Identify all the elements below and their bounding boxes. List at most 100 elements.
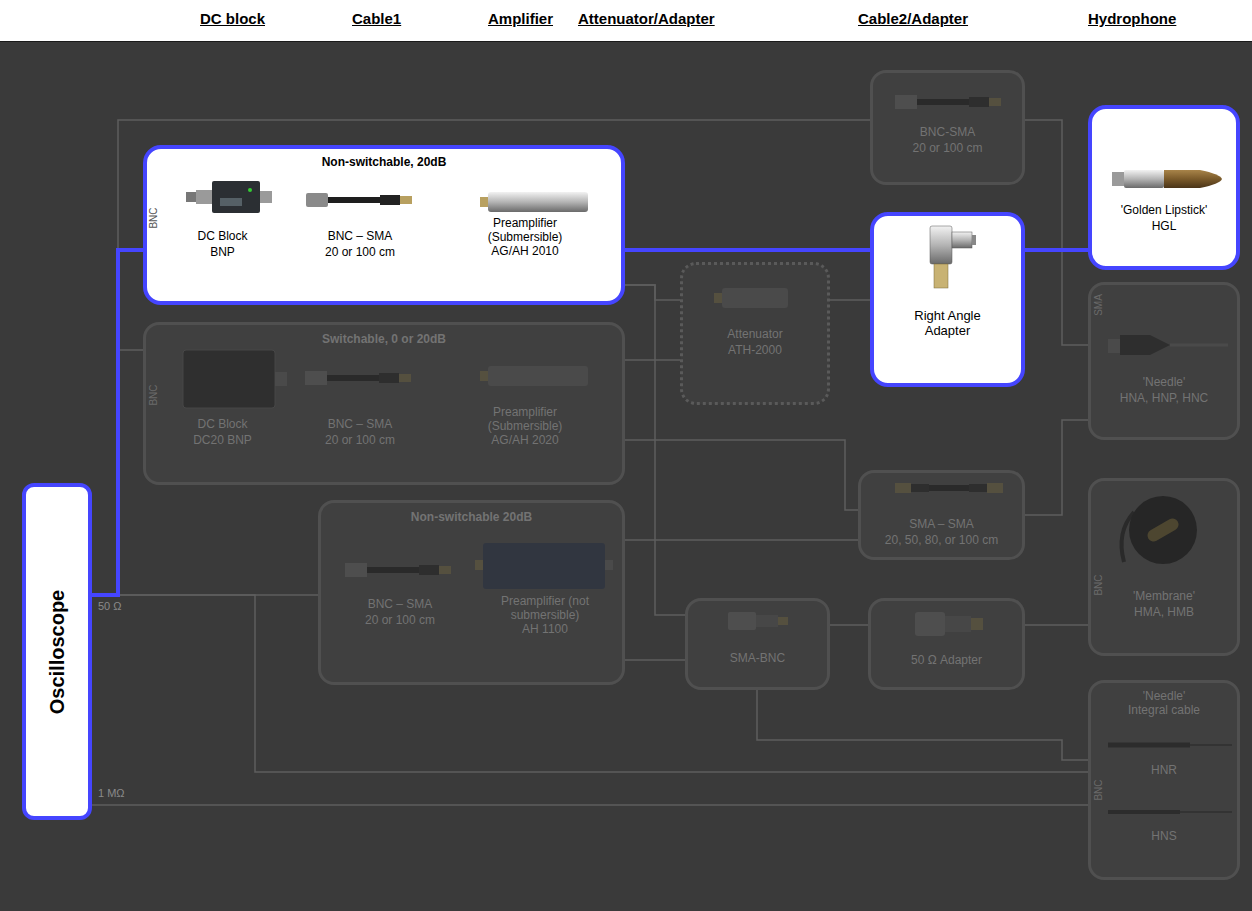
adapter-box: 50 Ω Adapter xyxy=(868,598,1025,690)
dc-block-icon xyxy=(220,198,242,206)
cable-icon xyxy=(306,193,412,207)
dc-block-icon xyxy=(248,188,252,192)
connection-line xyxy=(625,285,685,615)
box-text: BNC – SMA xyxy=(328,417,393,431)
preamplifier-icon xyxy=(488,192,588,212)
box-fill xyxy=(871,213,1024,386)
cable-icon xyxy=(439,566,451,574)
adapter-icon xyxy=(778,617,788,625)
box-fill xyxy=(869,599,1024,689)
hydrophone-icon xyxy=(1108,339,1120,353)
adapter-icon xyxy=(915,612,983,636)
box-title: Non-switchable, 20dB xyxy=(322,155,447,169)
hydrophone-box: 'Needle'HNA, HNP, HNC xyxy=(1088,282,1240,440)
hydrophone-icon xyxy=(1190,744,1232,746)
box-text: DC20 BNP xyxy=(193,433,252,447)
box-fill xyxy=(681,263,829,404)
hydrophone-icon xyxy=(1108,745,1232,812)
adapter-icon xyxy=(971,618,983,630)
box-text: HNA, HNP, HNC xyxy=(1120,391,1208,405)
hydrophone-icon xyxy=(1170,344,1228,347)
connection-line xyxy=(92,804,1088,806)
box-text: HNR xyxy=(1151,763,1177,777)
preamplifier-item: Preamplifier (Submersible)AG/AH 2020 xyxy=(440,345,610,475)
dc-block-item: DC BlockDC20 BNP xyxy=(160,345,285,475)
dc-block-icon xyxy=(196,190,212,204)
adapter-icon xyxy=(728,612,788,630)
connector-group xyxy=(92,120,1088,805)
attenuator-box: AttenuatorATH-2000 xyxy=(680,262,830,405)
connection-line xyxy=(1025,120,1088,345)
dc-block-item: DC BlockBNP xyxy=(160,172,285,272)
right-angle-adapter-icon xyxy=(934,264,948,288)
signal-path xyxy=(92,250,143,595)
adapter-icon xyxy=(728,612,756,630)
box-text: 20 or 100 cm xyxy=(325,433,395,447)
connection-line xyxy=(625,539,858,541)
box-text: DC Block xyxy=(197,417,247,431)
connection-line xyxy=(625,359,680,361)
column-heading: DC block xyxy=(200,10,265,28)
amplifier-chain-group: Non-switchable, 20dB DC BlockBNPBNC – SMA… xyxy=(143,145,625,305)
cable-icon xyxy=(327,375,379,381)
preamplifier-icon xyxy=(605,560,613,570)
attenuator-icon xyxy=(714,293,723,303)
dc-block-icon xyxy=(183,350,275,408)
hydrophone-box: 'Golden Lipstick'HGL xyxy=(1088,105,1240,270)
box-text: HMA, HMB xyxy=(1134,605,1194,619)
header-band xyxy=(0,41,1252,42)
cable-box: SMA – SMA20, 50, 80, or 100 cm xyxy=(858,470,1025,560)
dc-block-icon xyxy=(212,181,260,213)
box-text: BNC – SMA xyxy=(368,597,433,611)
preamplifier-item: Preamplifier (not submersible)AH 1100 xyxy=(470,522,620,672)
box-text: 'Membrane' xyxy=(1133,589,1195,603)
cable-item: BNC – SMA20 or 100 cm xyxy=(290,172,430,272)
adapter-box: Right Angle Adapter xyxy=(870,212,1025,387)
cable-icon xyxy=(917,99,969,105)
box-text: 'Needle' Integral cable xyxy=(1125,689,1203,717)
attenuator-icon xyxy=(722,288,788,308)
signal-path xyxy=(1025,248,1088,252)
cable-icon xyxy=(989,98,1001,106)
oscilloscope-box: Oscilloscope xyxy=(22,483,92,820)
box-title: Switchable, 0 or 20dB xyxy=(322,332,446,346)
cable-icon xyxy=(895,483,911,493)
box-fill xyxy=(686,599,829,689)
right-angle-adapter-icon xyxy=(952,232,972,248)
hydrophone-icon xyxy=(1145,516,1180,543)
cable-icon xyxy=(305,371,411,385)
box-text: BNC-SMA xyxy=(920,125,975,139)
cable-icon xyxy=(379,373,399,383)
connection-line xyxy=(625,285,680,300)
connection-line xyxy=(1025,624,1088,626)
preamplifier-icon xyxy=(480,192,588,212)
hydrophone-icon xyxy=(1129,496,1197,564)
cable-icon xyxy=(895,483,1003,493)
cable-icon xyxy=(380,195,400,205)
adapter-box: SMA-BNC xyxy=(685,598,830,690)
signal-path xyxy=(625,248,870,252)
box-text: Attenuator xyxy=(727,327,782,341)
impedance-label: 50 Ω xyxy=(98,600,122,613)
box-text: Right Angle Adapter xyxy=(908,308,988,338)
cable-icon xyxy=(911,484,929,492)
box-text: AG/AH 2020 xyxy=(491,433,558,447)
right-angle-adapter-icon xyxy=(930,226,976,288)
amplifier-chain-group: Non-switchable 20dBBNC – SMA20 or 100 cm… xyxy=(318,500,625,685)
hydrophone-icon xyxy=(1108,743,1190,748)
box-text: 20 or 100 cm xyxy=(325,245,395,259)
cable-icon xyxy=(419,565,439,575)
hydrophone-icon xyxy=(1180,811,1232,813)
cable-icon xyxy=(969,484,987,492)
cable-icon xyxy=(399,374,411,382)
cable-box: BNC-SMA20 or 100 cm xyxy=(870,70,1025,185)
hydrophone-icon xyxy=(1112,172,1124,186)
connector-label: BNC xyxy=(1093,574,1105,595)
connector-label: BNC xyxy=(148,384,160,405)
box-text: HNS xyxy=(1151,829,1176,843)
header-band xyxy=(0,0,1252,41)
cable-icon xyxy=(328,197,380,203)
column-heading: Hydrophone xyxy=(1088,10,1176,28)
